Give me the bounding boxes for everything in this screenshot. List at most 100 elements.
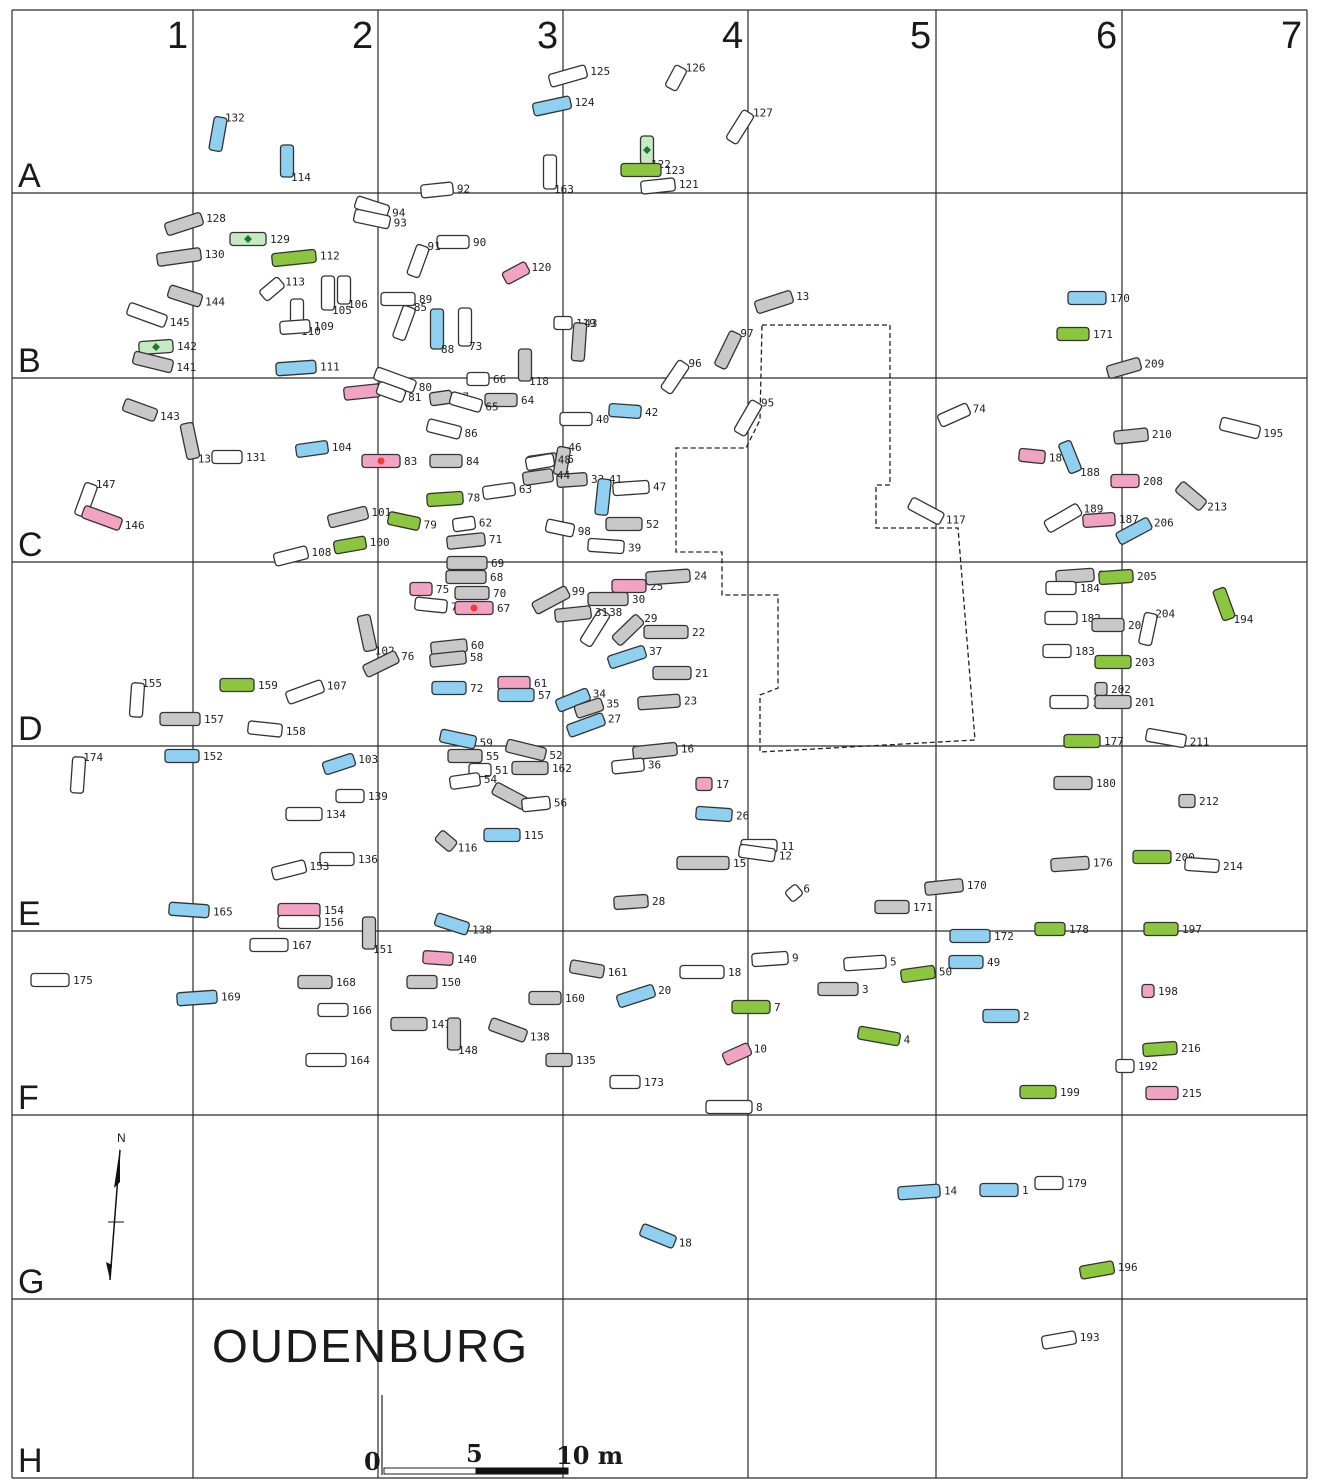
- grave-number: 105: [332, 304, 352, 317]
- grave-shape: [579, 608, 611, 648]
- grave-number: 143: [160, 410, 180, 423]
- grave-marker: [1142, 1040, 1178, 1058]
- grave-number: 95: [761, 396, 774, 409]
- grave-number: 203: [1135, 656, 1155, 669]
- grave-marker: [1219, 416, 1261, 440]
- grave-number: 104: [332, 441, 352, 454]
- grave-shape: [1105, 357, 1143, 379]
- grave-marker: [528, 990, 562, 1006]
- grave-shape: [275, 359, 317, 377]
- grave-marker: [336, 275, 352, 305]
- grave-number: 101: [371, 506, 391, 519]
- grave-shape: [327, 505, 369, 529]
- grave-number: 64: [521, 394, 535, 407]
- grave-marker: [553, 315, 573, 331]
- grave-number: 139: [368, 790, 388, 803]
- grave-marker: [497, 675, 531, 691]
- grave-shape: [611, 614, 645, 646]
- grave-shape: [1040, 1330, 1078, 1350]
- scale-bar: 0 5 10 m: [364, 1395, 623, 1476]
- grave-number: 44: [557, 469, 571, 482]
- grave-number: 13: [796, 290, 809, 303]
- grave-marker: [275, 359, 317, 377]
- grave-number: 69: [491, 557, 504, 570]
- grave-shape: [1094, 694, 1132, 710]
- grave-number: 90: [473, 236, 486, 249]
- grave-shape: [979, 1182, 1019, 1198]
- grave-number: 24: [694, 569, 708, 582]
- grave-shape: [380, 291, 416, 307]
- grave-shape: [1049, 694, 1089, 710]
- grave-number: 61: [534, 677, 547, 690]
- grave-shape: [568, 959, 606, 979]
- grave-marker: [259, 276, 285, 302]
- column-label: 5: [910, 15, 931, 57]
- grave-number: 142: [177, 340, 197, 353]
- grave-marker: [548, 64, 588, 88]
- grave-shape: [1018, 447, 1046, 465]
- grave-shape: [392, 304, 416, 342]
- grave-number: 161: [608, 966, 628, 979]
- grave-number: 57: [538, 689, 551, 702]
- grave-number: 79: [424, 518, 437, 531]
- grave-number: 31: [595, 606, 608, 619]
- grave-number: 155: [142, 677, 162, 690]
- grave-marker: [1094, 681, 1108, 697]
- grave-number: 103: [358, 753, 378, 766]
- grave-shape: [733, 399, 763, 437]
- grave-number: 113: [285, 275, 305, 288]
- grave-number: 108: [311, 546, 331, 559]
- grave-number: 62: [479, 516, 492, 529]
- grave-marker: [126, 302, 168, 328]
- grave-marker: [1115, 517, 1153, 545]
- grave-number: 157: [204, 713, 224, 726]
- grave-marker: [168, 901, 210, 919]
- grave-number: 194: [1233, 613, 1253, 626]
- grave-shape: [607, 645, 647, 669]
- grave-shape: [531, 585, 571, 615]
- grave-marker: [665, 64, 687, 92]
- grave-marker: [843, 954, 887, 972]
- grave-number: 159: [258, 679, 278, 692]
- grave-number: 138: [530, 1030, 550, 1043]
- grave-marker: [392, 304, 416, 342]
- grave-shape: [208, 115, 228, 153]
- grave-marker: [579, 608, 611, 648]
- grave-number: 50: [939, 966, 952, 979]
- grave-marker: [517, 348, 533, 382]
- grave-marker: [451, 515, 477, 533]
- north-arrow-tail-icon: [106, 1262, 112, 1280]
- grave-number: 140: [457, 953, 477, 966]
- grave-number: 66: [493, 373, 506, 386]
- grave-marker: [643, 624, 689, 640]
- grave-number: 177: [1104, 735, 1124, 748]
- graves: 1251261241271321141221631231219294931281…: [30, 61, 1283, 1350]
- grave-shape: [751, 950, 789, 968]
- grave-shape: [949, 928, 991, 944]
- grave-marker: [447, 748, 483, 764]
- grave-shape: [548, 64, 588, 88]
- row-label: D: [18, 710, 43, 748]
- grave-number: 134: [326, 808, 346, 821]
- grave-number: 63: [519, 483, 532, 496]
- grave-number: 70: [493, 587, 506, 600]
- grave-number: 6: [803, 883, 810, 896]
- grave-marker: [1138, 611, 1158, 647]
- grave-shape: [128, 682, 146, 718]
- grave-marker: [138, 338, 174, 356]
- grave-marker: [632, 741, 678, 761]
- grave-marker: [375, 381, 407, 403]
- grave-shape: [179, 421, 201, 461]
- grave-marker: [1044, 610, 1078, 626]
- grave-marker: [294, 440, 330, 458]
- grave-number: 195: [1263, 427, 1283, 440]
- grave-number: 85: [414, 301, 427, 314]
- grave-marker: [1094, 694, 1132, 710]
- grave-number: 11: [781, 840, 794, 853]
- grave-shape: [429, 453, 463, 469]
- grave-marker: [317, 1002, 349, 1018]
- grave-shape: [433, 912, 471, 936]
- grave-shape: [511, 760, 549, 776]
- grave-shape: [164, 748, 200, 764]
